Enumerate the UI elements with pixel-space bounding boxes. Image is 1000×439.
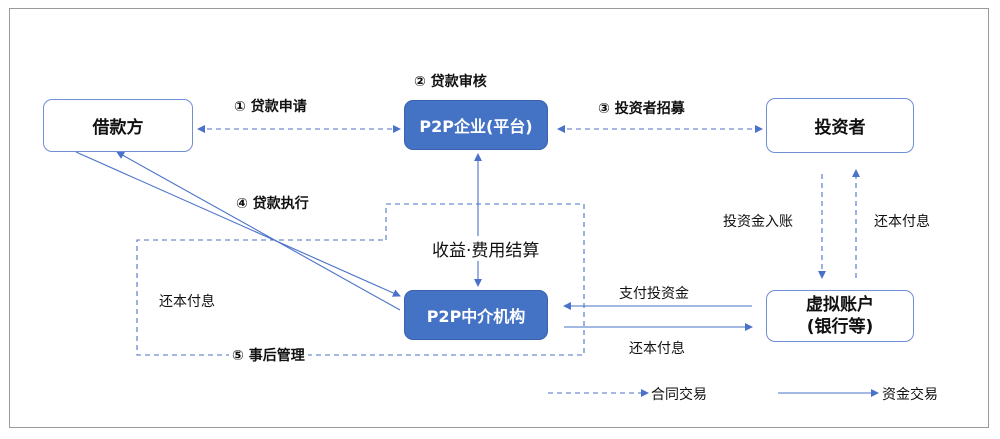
node-platform-label: P2P企业(平台) [419, 117, 533, 136]
edge-post-management [136, 203, 585, 356]
node-borrower: 借款方 [43, 99, 193, 152]
legend-fund-label: 资金交易 [882, 387, 938, 403]
flow-pay-investment: 支付投资金 [619, 286, 689, 302]
node-virtual-account: 虚拟账户 (银行等) [766, 290, 914, 342]
step-loan-review: ② 贷款审核 [414, 74, 487, 90]
node-intermediary: P2P中介机构 [404, 290, 548, 340]
step-investor-recruitment: ③ 投资者招募 [598, 101, 685, 117]
step-loan-application: ① 贷款申请 [234, 99, 307, 115]
edge-loan-execution [75, 151, 401, 297]
node-virtual-account-line2: (银行等) [806, 317, 874, 337]
node-borrower-label: 借款方 [92, 118, 144, 138]
diagram-frame [9, 8, 989, 428]
node-virtual-account-line1: 虚拟账户 [806, 295, 874, 315]
edge-repay-borrower [116, 151, 401, 311]
flow-repay-right: 还本付息 [874, 214, 930, 230]
node-platform: P2P企业(平台) [404, 100, 548, 150]
step-post-management: ⑤ 事后管理 [229, 345, 308, 365]
node-investor: 投资者 [766, 98, 914, 153]
legend-contract-label: 合同交易 [651, 387, 707, 403]
step-loan-execution: ④ 贷款执行 [236, 196, 309, 212]
flow-repay-left: 还本付息 [159, 294, 215, 310]
flow-repay-bottom: 还本付息 [629, 341, 685, 357]
node-intermediary-label: P2P中介机构 [426, 307, 526, 326]
node-investor-label: 投资者 [814, 118, 866, 138]
flow-invest-in: 投资金入账 [723, 214, 793, 230]
flow-revenue-settlement: 收益·费用结算 [430, 236, 542, 261]
